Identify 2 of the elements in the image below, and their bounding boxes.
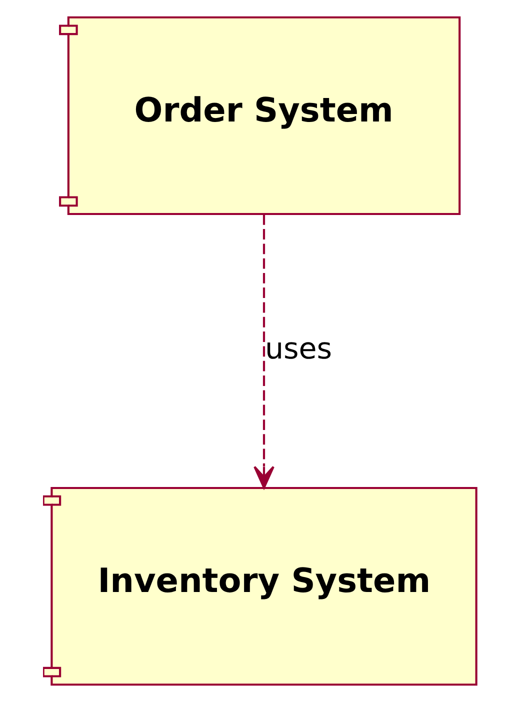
arrow <box>254 214 274 488</box>
edge-label: uses <box>264 331 332 366</box>
